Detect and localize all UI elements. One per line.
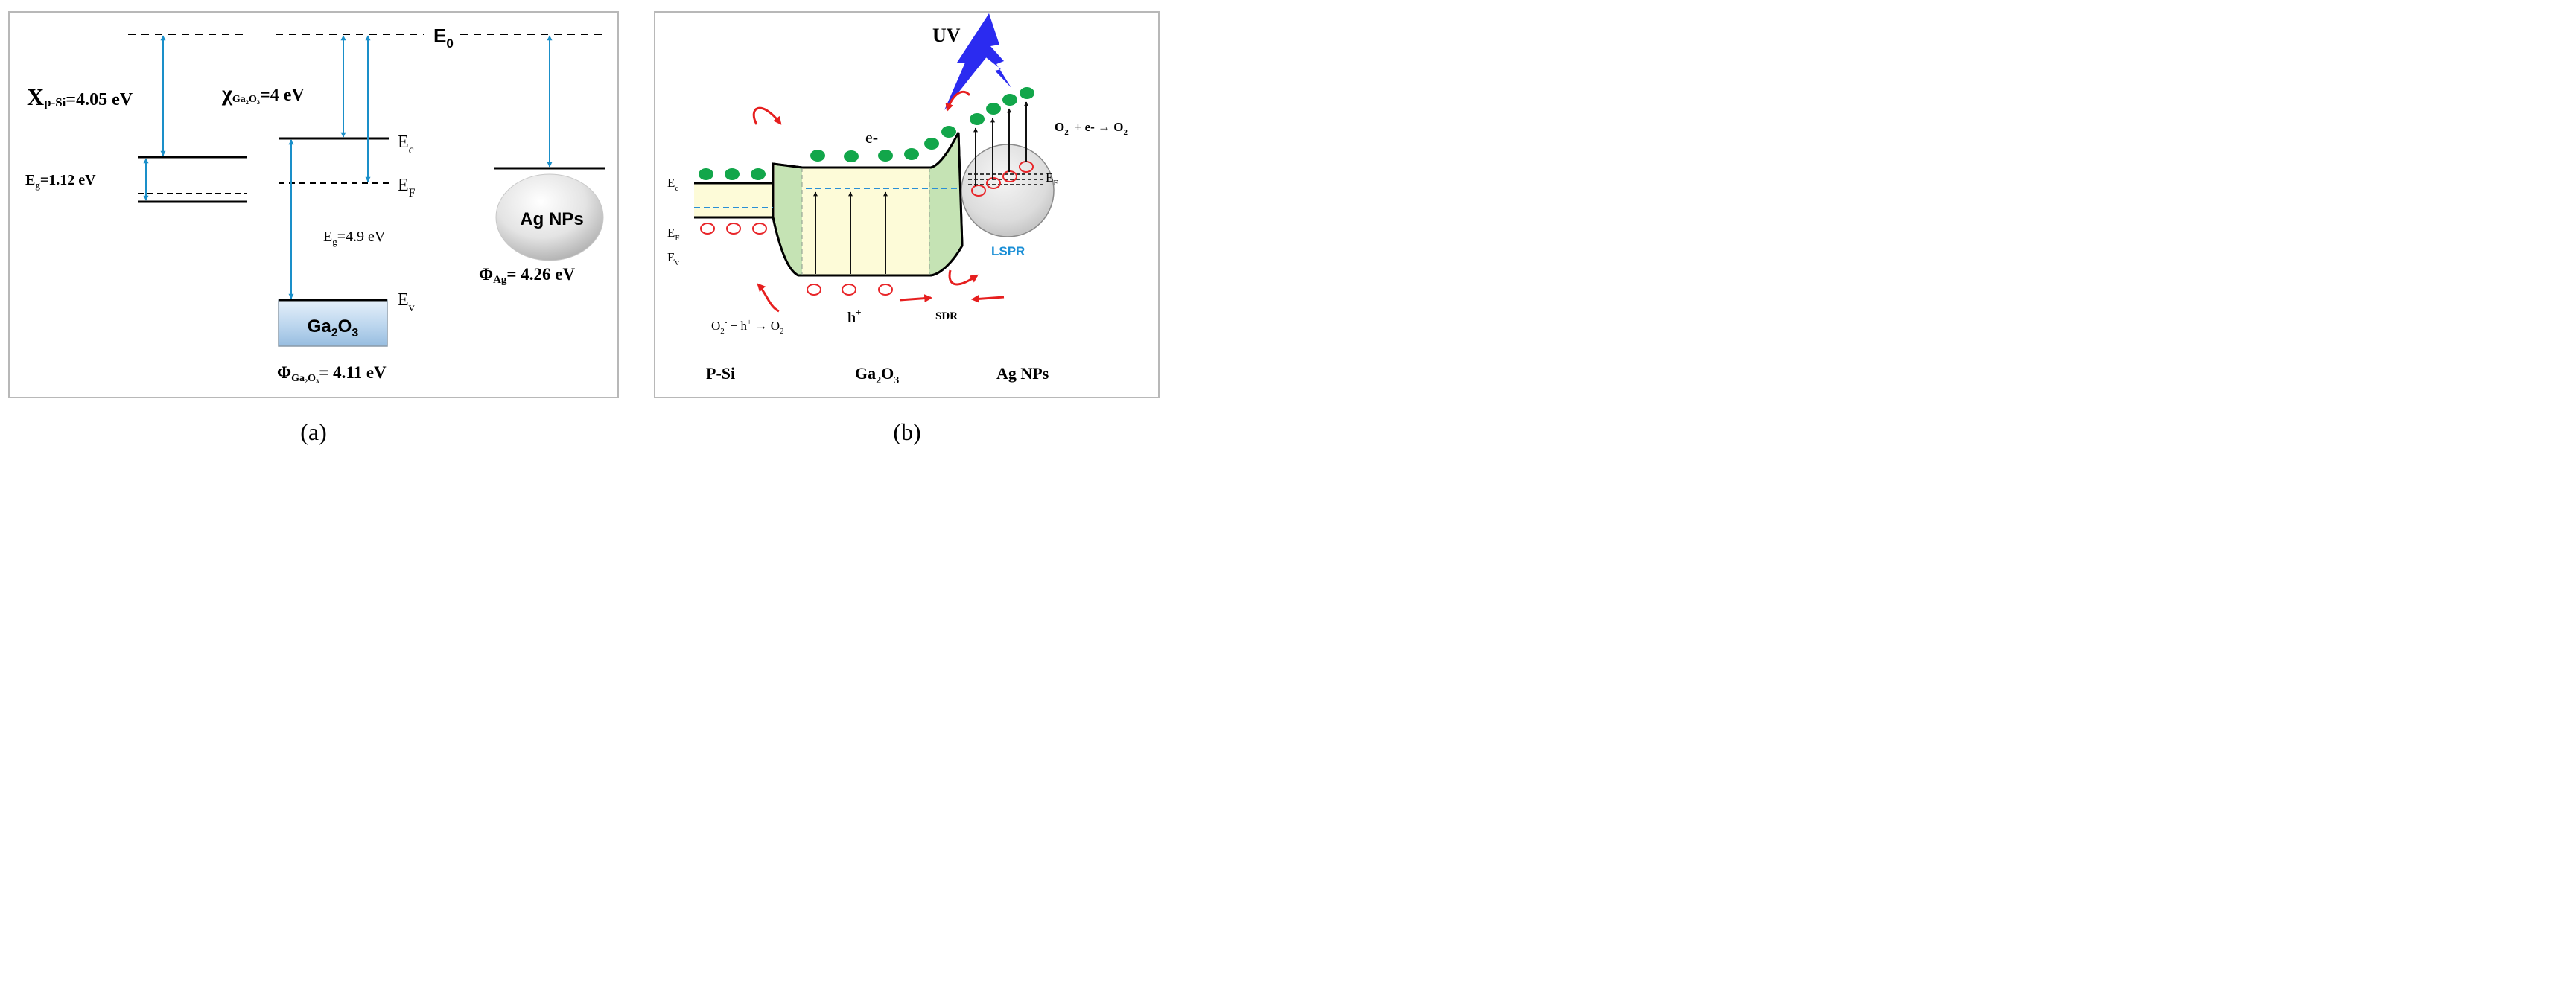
electron	[924, 138, 939, 150]
uv-lightning-icon	[944, 13, 1011, 110]
chi-psi-label: Xp-Si=4.05 eV	[27, 83, 133, 110]
hole	[842, 284, 856, 296]
hole	[700, 223, 715, 235]
ev-label-b: Ev	[667, 250, 679, 267]
electron	[878, 150, 893, 162]
ef-label-ag: EF	[1046, 170, 1058, 188]
uv-label: UV	[932, 25, 961, 46]
hole	[752, 223, 767, 235]
ec-label-b: Ec	[667, 176, 678, 193]
holes	[700, 223, 893, 296]
psi-region-label: P-Si	[706, 364, 735, 383]
ga2o3-left-depletion	[775, 165, 802, 275]
e0-label: E0	[433, 25, 454, 51]
electron	[904, 148, 919, 160]
electron	[941, 126, 956, 138]
band-diagram-figure: E0 Xp-Si=4.05 eV Eg=1.12 eV χGa₂O₃=4 eV …	[8, 11, 1160, 445]
phi-ga2o3-label: ΦGa₂O₃= 4.11 eV	[277, 363, 387, 384]
panel-b-frame	[654, 11, 1160, 398]
ag-nps-region-label: Ag NPs	[996, 364, 1049, 383]
sdr-arrow-left	[970, 294, 1005, 303]
ag-nps-sphere-b	[961, 144, 1055, 237]
ga2o3-box	[278, 299, 388, 347]
hole	[807, 284, 821, 296]
lspr-label: LSPR	[991, 244, 1025, 258]
electrons	[699, 87, 1034, 180]
e-minus-label: e-	[865, 128, 878, 147]
psi-band-fill	[694, 183, 773, 217]
ag-nps-sphere	[495, 173, 604, 261]
hole	[878, 284, 893, 296]
reaction-left: O2- + h+ → O2	[711, 318, 784, 336]
ga2o3-box-label: Ga2O3	[308, 316, 359, 339]
red-curved-arrow-bottom-left	[757, 283, 780, 313]
electron	[1020, 87, 1034, 99]
sdr-label: SDR	[935, 310, 958, 322]
phi-ag-label: ΦAg= 4.26 eV	[479, 265, 575, 286]
electron	[986, 103, 1001, 115]
ga2o3-right-depletion	[929, 133, 961, 275]
electron	[970, 113, 985, 125]
electron	[751, 168, 766, 180]
ec-label-a: Ec	[398, 133, 414, 156]
reaction-right: O2- + e- → O2	[1055, 119, 1128, 137]
red-curved-arrow-uv	[945, 91, 971, 112]
red-curved-arrow-bottom-right	[948, 269, 979, 286]
caption-a: (a)	[300, 418, 327, 445]
hole	[726, 223, 741, 235]
ga2o3-band-outline	[772, 132, 964, 277]
panel-b: EF UV e- Ec EF Ev LSPR O2- + e- → O2 O2-…	[654, 11, 1160, 398]
chi-ga2o3-label: χGa₂O₃=4 eV	[221, 81, 305, 106]
hole	[971, 185, 986, 197]
eg-psi-label: Eg=1.12 eV	[25, 172, 96, 191]
eg-ga2o3-label: Eg=4.9 eV	[323, 229, 386, 247]
sdr-arrow-right	[899, 294, 933, 303]
h-plus-label: h+	[847, 307, 862, 326]
electron	[844, 150, 859, 162]
caption-b: (b)	[893, 418, 920, 445]
electron	[699, 168, 713, 180]
ga2o3-region-label: Ga2O3	[855, 364, 899, 386]
ef-label-b: EF	[667, 226, 680, 243]
ag-nps-label-a: Ag NPs	[520, 209, 583, 229]
red-curved-arrow-top-left	[752, 106, 782, 125]
electron	[1002, 94, 1017, 106]
electron	[810, 150, 825, 162]
panel-a-frame	[8, 11, 619, 398]
electron	[725, 168, 740, 180]
panel-a: E0 Xp-Si=4.05 eV Eg=1.12 eV χGa₂O₃=4 eV …	[8, 11, 619, 398]
ev-label-a: Ev	[398, 290, 415, 314]
ef-label-a: EF	[398, 176, 416, 200]
